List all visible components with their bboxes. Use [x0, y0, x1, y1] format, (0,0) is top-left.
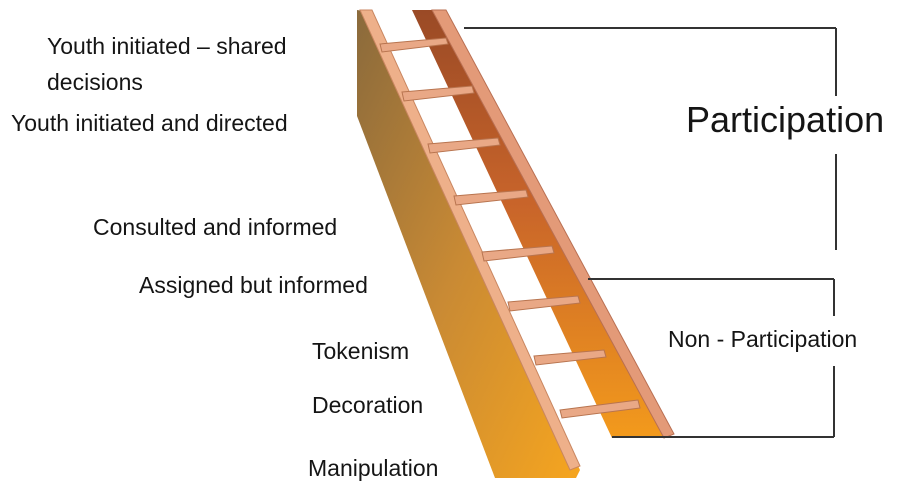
rung-label-youth-initiated-and-directed: Youth initiated and directed	[11, 110, 288, 136]
ladder-rung	[481, 245, 555, 262]
ladder-right-rail	[431, 9, 675, 439]
rung-label-manipulation: Manipulation	[308, 455, 439, 481]
ladder-rung	[453, 189, 529, 206]
ladder-rung	[401, 85, 475, 102]
non-participation-bracket	[588, 278, 835, 438]
group-label-non-participation: Non - Participation	[668, 326, 858, 352]
rung-label-decoration: Decoration	[312, 392, 424, 418]
group-label-participation: Participation	[686, 99, 885, 140]
rung-label-youth-initiated-shared-decisions: Youth initiated – shared decisions	[47, 33, 287, 95]
ladder-rung	[507, 295, 581, 312]
ladder-rungs	[379, 37, 641, 419]
rung-label-assigned-but-informed: Assigned but informed	[139, 272, 368, 298]
ladder-rung	[379, 37, 449, 53]
participation-bracket	[464, 27, 837, 250]
ladder-rung	[533, 349, 607, 366]
ladder-front-rail	[359, 9, 581, 471]
rung-label-tokenism: Tokenism	[312, 338, 410, 364]
rung-label-consulted-and-informed: Consulted and informed	[93, 214, 338, 240]
ladder-rung	[427, 137, 501, 154]
ladder-rung	[559, 399, 641, 419]
